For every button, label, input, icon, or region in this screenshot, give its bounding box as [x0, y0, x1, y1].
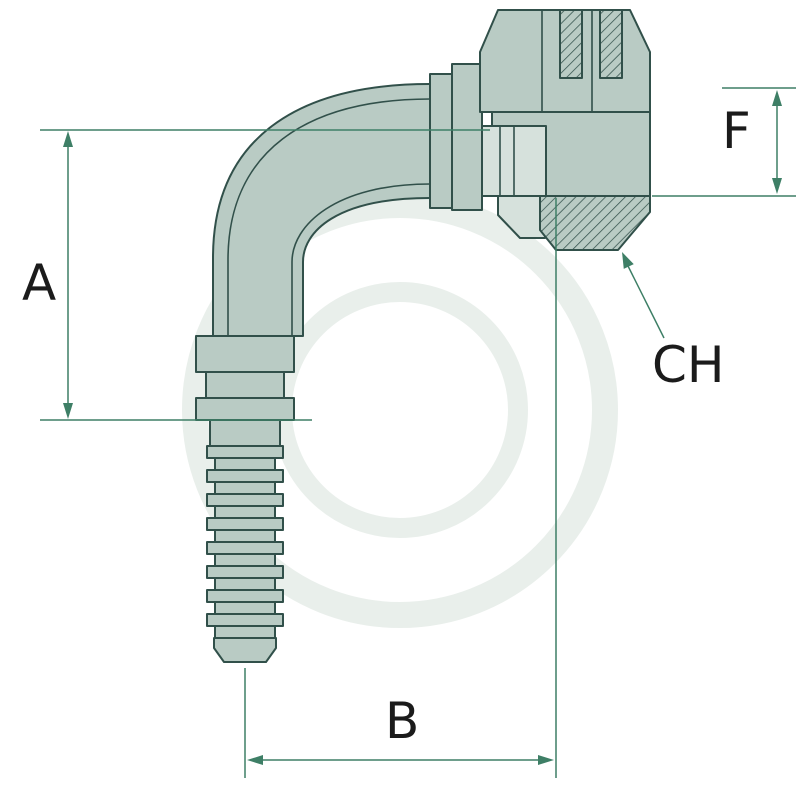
collar-waist: [205, 371, 285, 399]
elbow-inner-wall-line: [291, 183, 431, 336]
ch-leader-line: [627, 265, 665, 339]
ferrule-step-1: [429, 73, 453, 209]
ferrule-collars: [429, 63, 483, 211]
collar-lower: [195, 397, 295, 421]
hose-barb: [206, 445, 284, 663]
nut-thread-section-left: [559, 9, 583, 79]
dimension-a: A: [22, 129, 490, 421]
ferrule-step-2: [451, 63, 483, 211]
fitting-drawing: [195, 9, 651, 663]
dim-a-label: A: [22, 254, 56, 312]
stop-collar: [195, 335, 295, 447]
dim-b-arrow-left: [247, 755, 263, 765]
ch-label: CH: [652, 336, 725, 394]
ch-callout: CH: [622, 252, 725, 394]
barb-tip: [213, 637, 277, 663]
swivel-nut: [479, 9, 651, 251]
dim-b-label: B: [385, 692, 419, 750]
collar-step: [209, 419, 281, 447]
dimension-b: B: [244, 198, 557, 778]
nut-skirt-section: [539, 195, 651, 251]
barb-ridges: [206, 445, 284, 639]
dim-f-label: F: [722, 102, 751, 160]
dimension-f: F: [652, 87, 796, 197]
watermark-inner-circle: [272, 282, 528, 538]
dim-a-arrow-up: [63, 131, 73, 147]
elbow-outer-wall-line: [227, 98, 431, 336]
collar-upper: [195, 335, 295, 373]
dim-b-arrow-right: [538, 755, 554, 765]
nut-bore-opening: [497, 195, 546, 239]
dim-f-arrow-up: [772, 90, 782, 106]
dim-a-arrow-down: [63, 403, 73, 419]
ch-arrowhead: [622, 252, 634, 269]
nut-thread-section-right: [599, 9, 623, 79]
dim-f-arrow-down: [772, 178, 782, 194]
